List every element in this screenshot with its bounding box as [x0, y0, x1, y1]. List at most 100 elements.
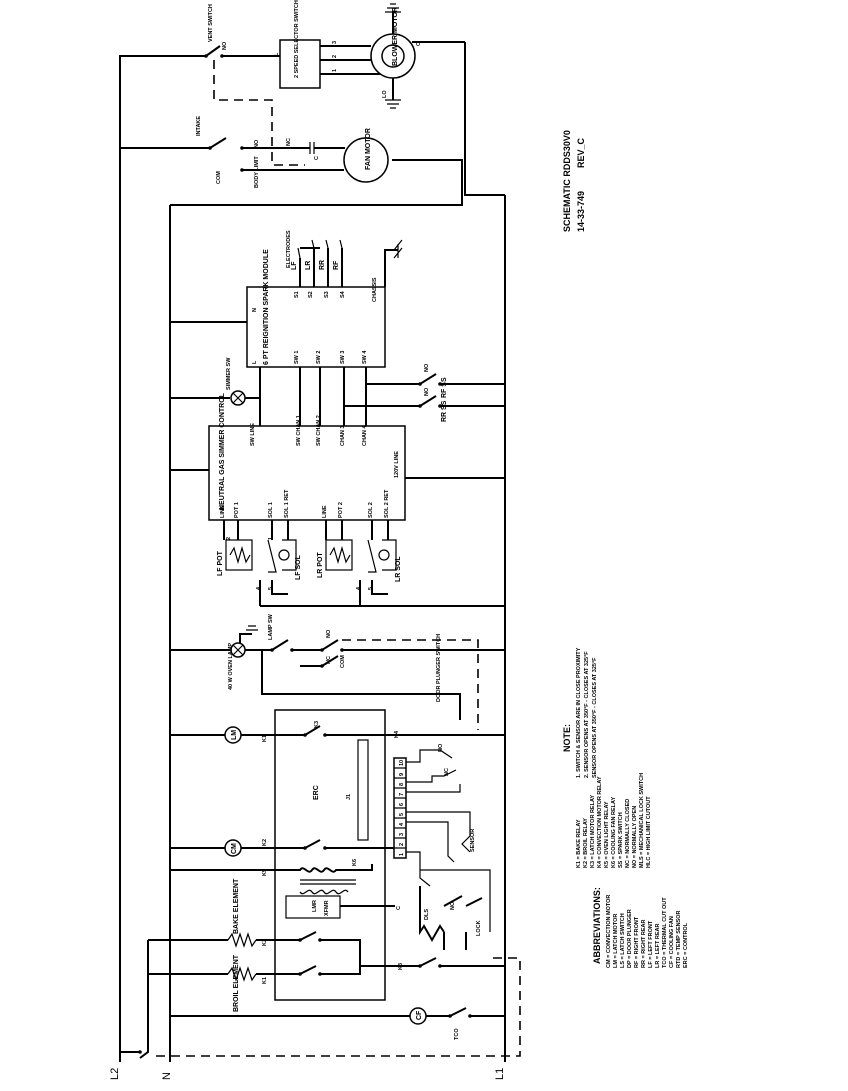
svg-text:LM: LM	[231, 730, 238, 740]
svg-text:LF = LEFT FRONT: LF = LEFT FRONT	[648, 920, 654, 968]
svg-text:K2: K2	[262, 939, 268, 946]
svg-text:SW LINE: SW LINE	[250, 423, 256, 446]
spark-module: 6 PT REIGNITION SPARK MODULE N L SW 1 SW…	[170, 230, 403, 368]
svg-text:L: L	[274, 52, 280, 56]
svg-text:LR POT: LR POT	[317, 552, 324, 578]
svg-text:40 W OVEN LAMP: 40 W OVEN LAMP	[228, 643, 234, 690]
svg-text:SW 3: SW 3	[340, 351, 346, 364]
svg-text:K5: K5	[262, 869, 268, 876]
svg-text:LR: LR	[305, 261, 312, 270]
spark-module-label: 6 PT REIGNITION SPARK MODULE	[263, 249, 270, 365]
lf-pot-sol: LF POT LF SOL 4 5 2 1	[217, 520, 302, 606]
svg-text:RR SS: RR SS	[441, 400, 448, 422]
svg-text:1: 1	[268, 537, 274, 540]
svg-text:9: 9	[399, 773, 405, 776]
svg-text:LMR: LMR	[312, 900, 318, 912]
svg-text:SW 1: SW 1	[294, 351, 300, 364]
svg-text:SW CHAN 2: SW CHAN 2	[316, 415, 322, 446]
svg-text:BROIL ELEMENT: BROIL ELEMENT	[233, 954, 240, 1012]
svg-text:RR = RIGHT REAR: RR = RIGHT REAR	[641, 920, 647, 968]
svg-text:SOL 2: SOL 2	[368, 502, 374, 518]
svg-text:SENSOR OPENS AT 350°F - CLOSES: SENSOR OPENS AT 350°F - CLOSES AT 325°F	[592, 657, 598, 778]
svg-text:4: 4	[399, 822, 405, 826]
svg-text:K6 = COOLING FAN RELAY: K6 = COOLING FAN RELAY	[611, 797, 617, 868]
svg-text:K3: K3	[398, 963, 404, 970]
svg-text:SENSOR: SENSOR	[470, 829, 476, 852]
svg-text:LS = LATCH SWITCH: LS = LATCH SWITCH	[620, 913, 626, 968]
svg-text:CM: CM	[231, 843, 238, 854]
erc-board: ERC J1 LM K1 K3 K4 CM K2 K5 XFMR LMR C	[170, 709, 505, 1001]
svg-text:NO: NO	[438, 743, 444, 752]
svg-text:K2 = BROIL RELAY: K2 = BROIL RELAY	[583, 818, 589, 868]
svg-text:SW CHAN 1: SW CHAN 1	[296, 415, 302, 446]
fan-motor-label: FAN MOTOR	[365, 128, 372, 170]
svg-text:RF = RIGHT FRONT: RF = RIGHT FRONT	[634, 916, 640, 968]
svg-text:120V LINE: 120V LINE	[394, 451, 400, 478]
svg-text:NO: NO	[424, 387, 430, 396]
mechanical-link	[156, 957, 521, 1057]
svg-text:C: C	[314, 156, 320, 160]
svg-text:POT 2: POT 2	[338, 502, 344, 518]
svg-text:K6: K6	[352, 859, 358, 866]
svg-text:CF = COOLING FAN: CF = COOLING FAN	[669, 916, 675, 968]
svg-text:SW 2: SW 2	[316, 351, 322, 364]
speed-selector-switch: 2 SPEED SELECTOR SWITCH L 3 2 1	[274, 0, 385, 89]
svg-text:LR = LEFT REAR: LR = LEFT REAR	[655, 924, 661, 968]
svg-text:CM = CONVECTION MOTOR: CM = CONVECTION MOTOR	[606, 895, 612, 968]
blower-motor: BLOWER MOTOR LO C	[365, 3, 422, 109]
intake-switch-group: INTAKE COM NO BODY LIMIT NC C FAN MOTOR	[120, 116, 389, 188]
l2-label: L2	[109, 1068, 121, 1080]
svg-text:2: 2	[226, 537, 232, 540]
svg-text:8: 8	[399, 783, 405, 786]
svg-text:NC: NC	[444, 768, 450, 776]
svg-text:S3: S3	[324, 291, 330, 298]
abbreviations-heading: ABBREVIATIONS:	[592, 887, 602, 964]
svg-text:K5 = OVEN LIGHT RELAY: K5 = OVEN LIGHT RELAY	[604, 801, 610, 868]
svg-text:K4 = CONVECTION MOTOR RELAY: K4 = CONVECTION MOTOR RELAY	[597, 776, 603, 868]
heating-elements: BAKE ELEMENT K2 BROIL ELEMENT K1 K3	[139, 878, 505, 1059]
erc-label: ERC	[313, 785, 320, 800]
svg-text:ELECTRODES: ELECTRODES	[286, 230, 292, 268]
schematic-revision: REV_C	[576, 137, 586, 168]
svg-text:K3: K3	[314, 721, 320, 728]
svg-text:TCO = THERMAL CUT OUT: TCO = THERMAL CUT OUT	[662, 897, 668, 968]
svg-text:BODY LIMIT: BODY LIMIT	[254, 156, 260, 188]
simmer-control: NEUTRAL GAS SIMMER CONTROL SW LINE SW CH…	[170, 357, 505, 521]
svg-text:K1 = BAKE RELAY: K1 = BAKE RELAY	[576, 819, 582, 868]
notes-block: NOTE: 1. SWITCH & SENSOR ARE IN CLOSE PR…	[562, 647, 598, 778]
svg-text:RR: RR	[319, 260, 326, 270]
svg-text:LO: LO	[382, 90, 388, 98]
svg-text:XFMR: XFMR	[324, 900, 330, 916]
svg-text:10: 10	[399, 760, 405, 766]
svg-text:LR SOL: LR SOL	[395, 556, 402, 582]
svg-text:2. SENSOR OPENS AT 350°F - CLO: 2. SENSOR OPENS AT 350°F - CLOSES AT 325…	[584, 651, 590, 778]
lr-pot-sol: LR POT LR SOL 4 5	[317, 520, 402, 606]
svg-text:2: 2	[399, 843, 405, 846]
blower-motor-label: BLOWER MOTOR	[392, 7, 399, 66]
svg-text:S4: S4	[340, 290, 346, 298]
power-rails	[119, 41, 506, 1062]
svg-text:J1: J1	[346, 794, 352, 800]
svg-text:1: 1	[399, 853, 405, 856]
svg-text:LF: LF	[291, 261, 298, 270]
svg-text:K2: K2	[262, 839, 268, 846]
svg-text:LINE: LINE	[322, 505, 328, 518]
svg-text:CHAN 4: CHAN 4	[362, 425, 368, 446]
svg-text:COM: COM	[340, 655, 346, 668]
svg-text:K1: K1	[262, 735, 268, 742]
l2-rail	[119, 55, 206, 1062]
svg-text:ERC = CONTROL: ERC = CONTROL	[683, 922, 689, 968]
svg-text:N: N	[252, 308, 258, 312]
svg-text:S1: S1	[294, 291, 300, 298]
svg-text:7: 7	[399, 793, 405, 796]
svg-text:LF SOL: LF SOL	[295, 554, 302, 580]
vent-switch-label: VENT SWITCH	[208, 4, 214, 42]
schematic-id: SCHEMATIC RDDS30V0	[562, 130, 572, 232]
title-block: SCHEMATIC RDDS30V0 14-33-749 REV_C	[562, 130, 586, 232]
intake-switch-label: INTAKE	[196, 116, 202, 136]
svg-text:RF: RF	[333, 260, 340, 270]
oven-lamp-group: 40 W OVEN LAMP LAMP SW NO NC COM DOOR PL…	[170, 613, 505, 730]
svg-text:5: 5	[399, 813, 405, 816]
svg-text:1. SWITCH & SENSOR ARE IN CLOS: 1. SWITCH & SENSOR ARE IN CLOSE PROXIMIT…	[576, 647, 582, 778]
